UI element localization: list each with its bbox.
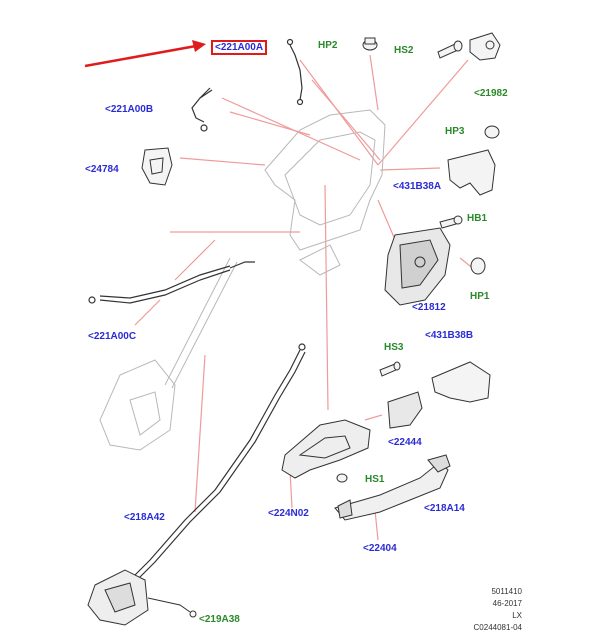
callout-HP3[interactable]: HP3 <box>445 126 465 137</box>
callout-24784[interactable]: <24784 <box>85 164 119 175</box>
actuator-219A38 <box>87 569 197 626</box>
callout-HP2[interactable]: HP2 <box>318 40 338 51</box>
callout-22444[interactable]: <22444 <box>388 437 422 448</box>
cable-221A00B <box>191 87 213 132</box>
cable-218A42 <box>129 343 306 583</box>
plug-HP1 <box>470 257 486 275</box>
handle-22404 <box>334 454 451 521</box>
callout-218A42[interactable]: <218A42 <box>124 512 165 523</box>
seal-431B38A <box>447 149 496 196</box>
callout-224N02[interactable]: <224N02 <box>268 508 309 519</box>
callout-221A00B[interactable]: <221A00B <box>105 104 154 115</box>
callout-221A00C[interactable]: <221A00C <box>88 331 137 342</box>
gasket-22444 <box>387 391 423 429</box>
callout-21982[interactable]: <21982 <box>474 88 508 99</box>
callout-HS3[interactable]: HS3 <box>384 342 404 353</box>
callout-HS2[interactable]: HS2 <box>394 45 414 56</box>
plug-HP3 <box>484 125 500 139</box>
footer-ref-model: LX <box>512 611 522 620</box>
carrier-224N02 <box>281 419 371 479</box>
screw-HS3 <box>379 361 401 377</box>
door-frame-ghost <box>99 109 386 451</box>
plug-HP2 <box>362 37 378 51</box>
screw-HS1 <box>336 473 348 483</box>
callout-HP1[interactable]: HP1 <box>470 291 490 302</box>
screw-HS2 <box>437 40 463 59</box>
cable-221A00C <box>88 261 255 304</box>
striker-21982 <box>469 32 501 61</box>
callout-218A14[interactable]: <218A14 <box>424 503 465 514</box>
callout-HB1[interactable]: HB1 <box>467 213 488 224</box>
callout-431B38B[interactable]: <431B38B <box>425 330 474 341</box>
seal-431B38B <box>431 361 491 403</box>
bracket-24784 <box>141 147 173 186</box>
cable-221A00A <box>286 38 304 106</box>
callout-21812[interactable]: <21812 <box>412 302 446 313</box>
callout-22404[interactable]: <22404 <box>363 543 397 554</box>
footer-ref-date: 46-2017 <box>492 599 522 608</box>
latch-21812 <box>384 227 451 306</box>
callout-221A00A[interactable]: <221A00A <box>211 40 268 55</box>
pointer-arrow <box>84 40 206 68</box>
callout-431B38A[interactable]: <431B38A <box>393 181 442 192</box>
callout-HS1[interactable]: HS1 <box>365 474 385 485</box>
footer-ref-number: 5011410 <box>491 587 522 596</box>
bolt-HB1 <box>439 215 463 229</box>
footer-ref-figure: C0244081-04 <box>473 623 522 632</box>
callout-219A38[interactable]: <219A38 <box>199 614 240 625</box>
